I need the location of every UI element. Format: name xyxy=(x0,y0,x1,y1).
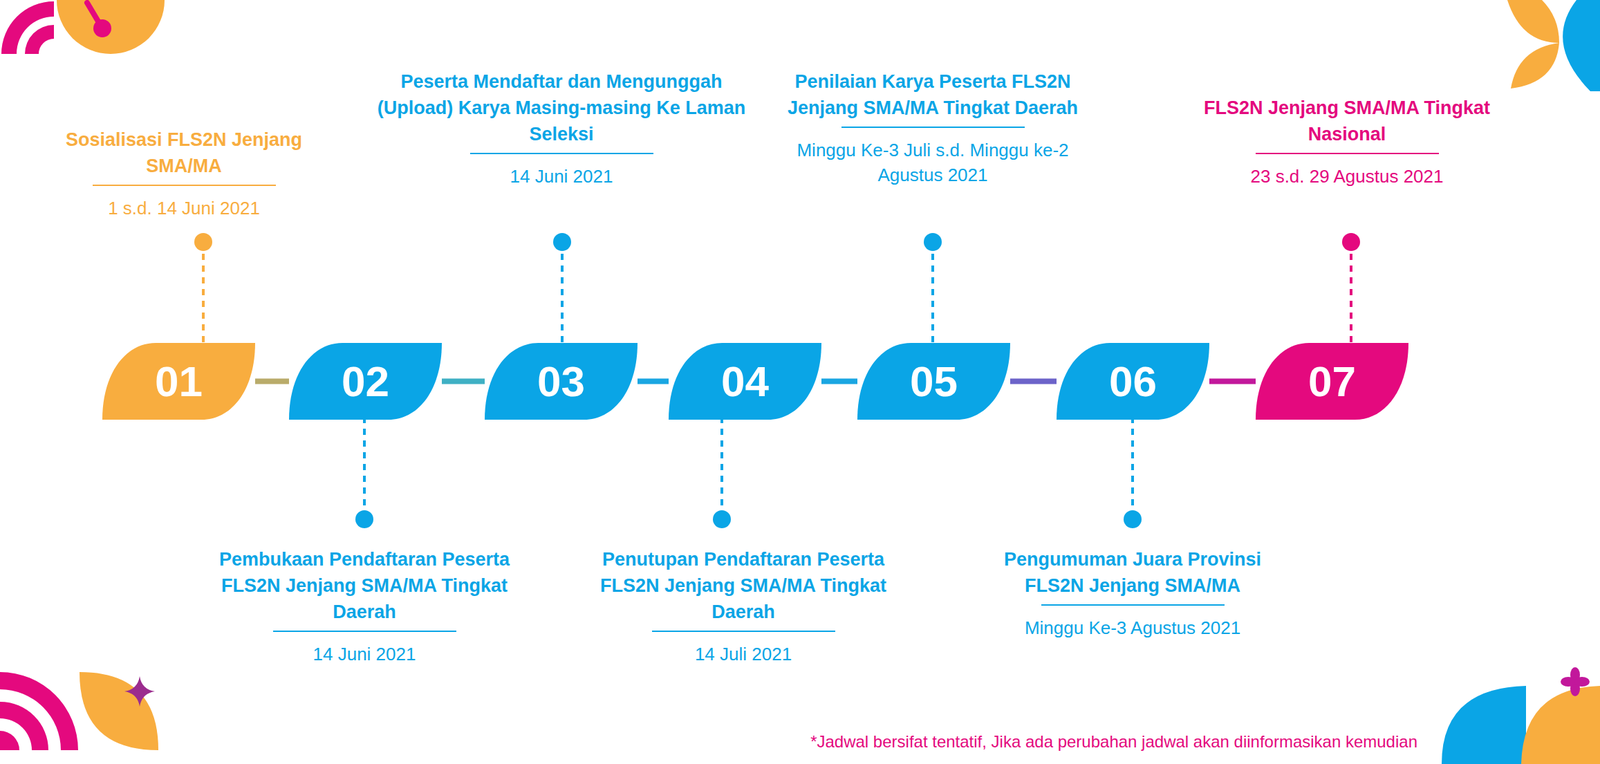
step-date: Minggu Ke-3 Agustus 2021 xyxy=(980,615,1285,641)
step-leaf: 03 xyxy=(484,342,638,420)
timeline-connector xyxy=(1209,378,1256,385)
step-number: 01 xyxy=(154,360,203,404)
step-date: 23 s.d. 29 Agustus 2021 xyxy=(1201,163,1493,189)
step-number: 07 xyxy=(1308,360,1356,404)
corner-leaf xyxy=(1562,0,1600,92)
step-leaf: 01 xyxy=(102,342,256,420)
step-date: 14 Juli 2021 xyxy=(570,641,917,667)
corner-leaf xyxy=(1507,0,1560,43)
corner-dot xyxy=(93,19,112,38)
step-callout: FLS2N Jenjang SMA/MA Tingkat Nasional 23 … xyxy=(1201,94,1493,189)
step-leaf: 06 xyxy=(1056,342,1210,420)
timeline-connector xyxy=(255,378,290,385)
title-underline xyxy=(92,184,276,186)
title-underline xyxy=(273,630,457,632)
leader-dot xyxy=(194,233,213,251)
timeline-connector xyxy=(441,378,485,385)
leader-line xyxy=(363,416,366,520)
step-callout: Penutupan Pendaftaran Peserta FLS2N Jenj… xyxy=(570,546,917,667)
leader-line xyxy=(560,242,564,346)
leaf-outline xyxy=(102,342,256,420)
leaf-outline xyxy=(1056,342,1210,420)
timeline-connector xyxy=(821,378,858,385)
title-underline xyxy=(652,630,836,632)
step-title: Peserta Mendaftar dan Mengunggah (Upload… xyxy=(367,68,756,148)
leader-dot xyxy=(1123,510,1142,529)
step-title: Sosialisasi FLS2N Jenjang SMA/MA xyxy=(59,126,309,180)
step-leaf: 02 xyxy=(289,342,442,420)
corner-disc xyxy=(56,0,165,54)
step-number: 03 xyxy=(537,360,585,404)
leader-dot xyxy=(923,233,942,251)
leader-line xyxy=(201,242,205,346)
leader-dot xyxy=(712,510,731,529)
leader-line xyxy=(1349,242,1353,346)
title-underline xyxy=(470,152,654,155)
corner-arc xyxy=(0,730,20,751)
step-title: Penutupan Pendaftaran Peserta FLS2N Jenj… xyxy=(570,546,917,626)
corner-arc xyxy=(0,701,49,751)
corner-arc xyxy=(1,1,54,54)
step-leaf: 05 xyxy=(857,342,1011,420)
step-number: 06 xyxy=(1109,360,1157,404)
corner-arc xyxy=(24,24,54,54)
step-leaf: 04 xyxy=(668,342,822,420)
title-underline xyxy=(1255,152,1439,155)
corner-leaf xyxy=(1510,42,1560,89)
corner-arc xyxy=(0,672,79,751)
step-callout: Penilaian Karya Peserta FLS2N Jenjang SM… xyxy=(763,68,1103,188)
step-title: FLS2N Jenjang SMA/MA Tingkat Nasional xyxy=(1201,94,1493,148)
leaf-outline xyxy=(1255,342,1409,420)
leaf-outline xyxy=(484,342,638,420)
step-number: 04 xyxy=(721,360,769,404)
leaf-outline xyxy=(857,342,1011,420)
step-callout: Peserta Mendaftar dan Mengunggah (Upload… xyxy=(367,68,756,189)
step-title: Pembukaan Pendaftaran Peserta FLS2N Jenj… xyxy=(198,546,531,626)
leaf-outline xyxy=(289,342,442,420)
leader-line xyxy=(720,416,724,520)
step-date: 14 Juni 2021 xyxy=(367,163,756,189)
corner-leaf xyxy=(1521,685,1600,764)
corner-star xyxy=(124,676,155,707)
step-title: Penilaian Karya Peserta FLS2N Jenjang SM… xyxy=(763,68,1103,122)
corner-flower xyxy=(1560,667,1590,697)
timeline-connector xyxy=(1010,378,1057,385)
leader-line xyxy=(1131,416,1134,520)
step-number: 02 xyxy=(341,360,390,404)
title-underline xyxy=(841,126,1025,128)
corner-leaf xyxy=(1441,685,1527,764)
leader-line xyxy=(931,242,935,346)
step-callout: Pengumuman Juara Provinsi FLS2N Jenjang … xyxy=(980,546,1285,641)
leader-dot xyxy=(1342,233,1361,251)
step-title: Pengumuman Juara Provinsi FLS2N Jenjang … xyxy=(980,546,1285,599)
step-callout: Pembukaan Pendaftaran Peserta FLS2N Jenj… xyxy=(198,546,531,667)
leaf-outline xyxy=(668,342,822,420)
footnote: *Jadwal bersifat tentatif, Jika ada peru… xyxy=(810,731,1418,753)
title-underline xyxy=(1041,604,1225,606)
step-number: 05 xyxy=(909,360,958,404)
step-date: 14 Juni 2021 xyxy=(198,641,531,667)
step-callout: Sosialisasi FLS2N Jenjang SMA/MA 1 s.d. 1… xyxy=(59,126,309,221)
step-leaf: 07 xyxy=(1255,342,1409,420)
leader-dot xyxy=(553,233,572,251)
corner-leaf xyxy=(79,672,159,751)
leader-dot xyxy=(355,510,374,529)
step-date: 1 s.d. 14 Juni 2021 xyxy=(59,195,309,221)
timeline-connector xyxy=(637,378,669,385)
step-date: Minggu Ke-3 Juli s.d. Minggu ke-2 Agustu… xyxy=(763,137,1103,188)
